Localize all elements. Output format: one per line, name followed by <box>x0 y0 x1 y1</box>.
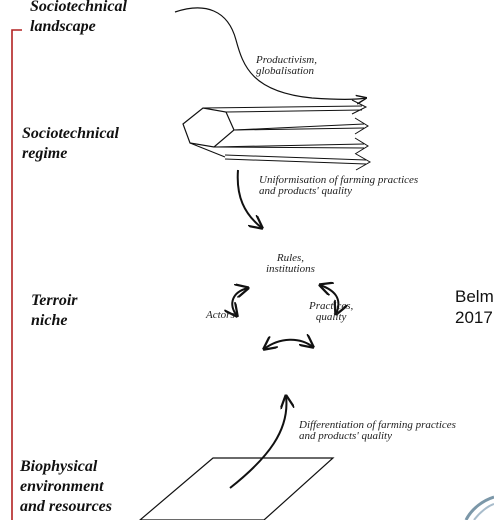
cycle-rules-label: Rules, institutions <box>266 252 315 275</box>
landscape-annotation: Productivism, globalisation <box>256 54 317 77</box>
landscape-wave <box>174 7 366 100</box>
level-landscape-label: Sociotechnical landscape <box>30 0 127 35</box>
citation-line-1: Belm <box>455 287 494 306</box>
uniformisation-annotation: Uniformisation of farming practices and … <box>259 174 419 197</box>
cycle-practices-label: Practices, quality <box>309 300 354 323</box>
regime-to-niche-arrow <box>236 169 262 228</box>
cycle-actors-label: Actors <box>206 309 235 321</box>
cycle-arrow-left <box>232 288 248 316</box>
level-niche-label: Terroir niche <box>31 292 78 329</box>
level-environment-label: Biophysical environment and resources <box>20 458 113 515</box>
emblem-fragment <box>464 495 494 520</box>
environment-plane <box>139 457 335 520</box>
differentiation-annotation: Differentiation of farming practices and… <box>299 419 456 442</box>
regime-prism <box>182 99 372 171</box>
citation-line-2: 2017 <box>455 308 493 327</box>
level-regime-label: Sociotechnical regime <box>22 125 119 162</box>
cycle-arrow-bottom <box>264 340 313 349</box>
cycle-arrow-right <box>320 285 338 314</box>
environment-to-niche-arrow <box>229 396 286 489</box>
level-bracket <box>11 29 22 520</box>
